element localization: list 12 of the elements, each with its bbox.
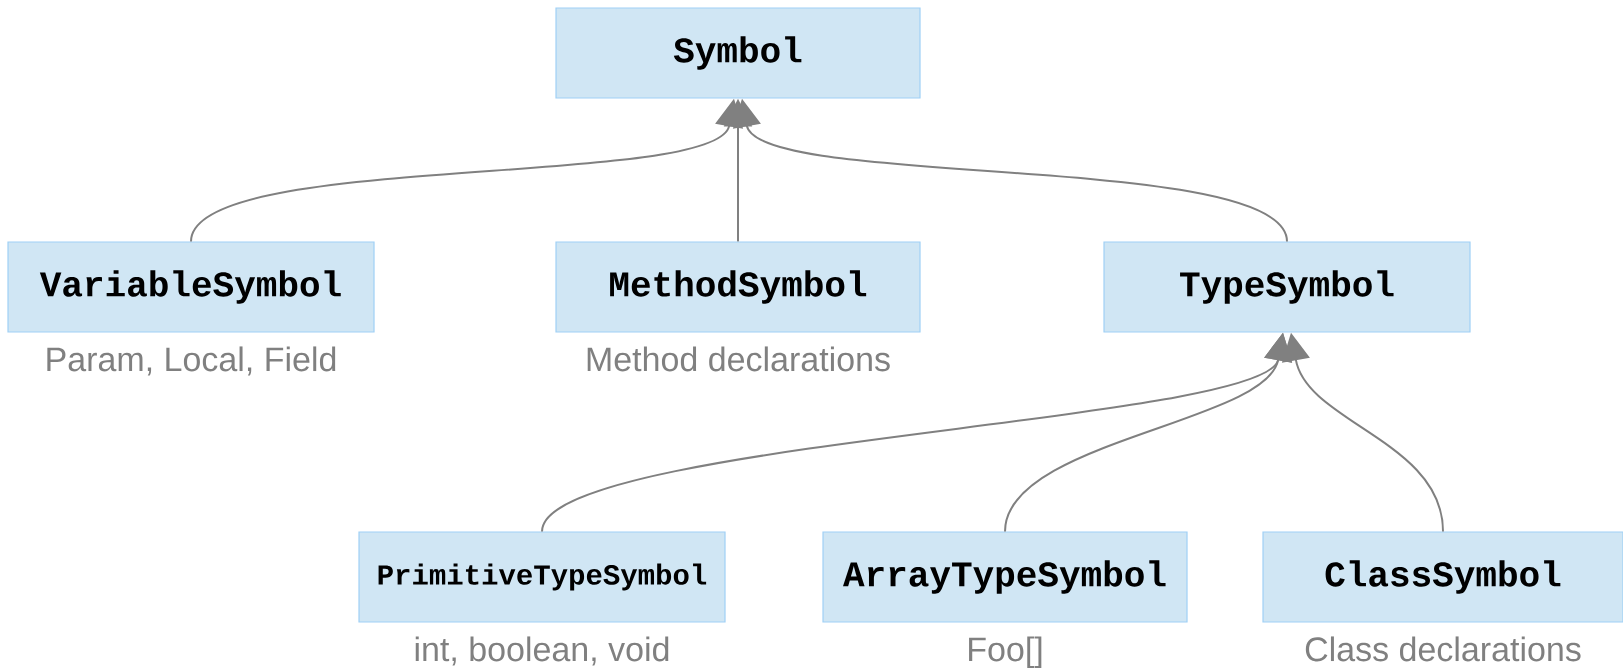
class-box: TypeSymbol xyxy=(1103,241,1471,333)
class-box: ClassSymbol xyxy=(1262,531,1623,623)
caption-text: Param, Local, Field xyxy=(47,346,336,376)
caption-text: int, boolean, void xyxy=(415,636,669,666)
caption-text: Method declarations xyxy=(587,346,890,372)
class-box: Symbol xyxy=(555,7,921,99)
class-box: MethodSymbol xyxy=(555,241,921,333)
class-box: VariableSymbol xyxy=(7,241,375,333)
class-box: PrimitiveTypeSymbol xyxy=(358,531,726,623)
caption-text: Foo[] xyxy=(969,636,1042,669)
caption-text: Class declarations xyxy=(1305,636,1581,662)
class-box: ArrayTypeSymbol xyxy=(822,531,1188,623)
